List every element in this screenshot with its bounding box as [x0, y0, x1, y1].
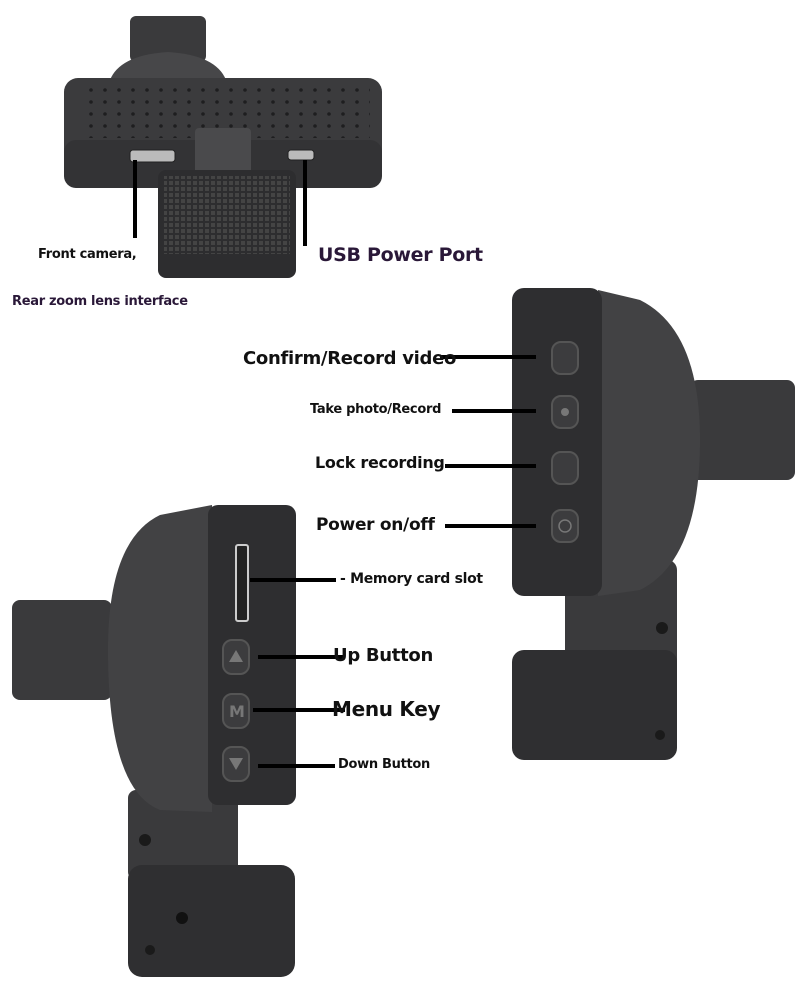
label-front-camera: Front camera,	[38, 247, 137, 262]
label-usb-power-port: USB Power Port	[318, 244, 483, 266]
front-lens	[130, 16, 206, 62]
label-up-button: Up Button	[333, 645, 433, 666]
lens-interface-port	[129, 149, 176, 163]
record-button-icon	[551, 341, 579, 375]
power-button-icon	[551, 509, 579, 543]
menu-button-icon	[222, 693, 250, 729]
label-power: Power on/off	[316, 515, 435, 535]
right-lens	[690, 380, 795, 480]
label-down-button: Down Button	[338, 757, 430, 772]
label-confirm-record: Confirm/Record video	[243, 348, 457, 369]
svg-text:M: M	[229, 702, 245, 721]
memory-card-slot	[235, 544, 249, 622]
top-view-camera	[64, 16, 382, 278]
right-view-camera	[440, 288, 795, 760]
left-view-camera: M	[12, 505, 345, 977]
label-lock-recording: Lock recording	[315, 453, 445, 472]
left-lens	[12, 600, 112, 700]
label-memory-card: - Memory card slot	[340, 571, 483, 587]
label-rear-zoom-lens: Rear zoom lens interface	[12, 294, 188, 309]
usb-port	[287, 149, 315, 161]
label-menu-key: Menu Key	[332, 697, 441, 721]
label-take-photo: Take photo/Record	[310, 402, 442, 417]
lock-button-icon	[551, 451, 579, 485]
right-face	[512, 288, 602, 596]
